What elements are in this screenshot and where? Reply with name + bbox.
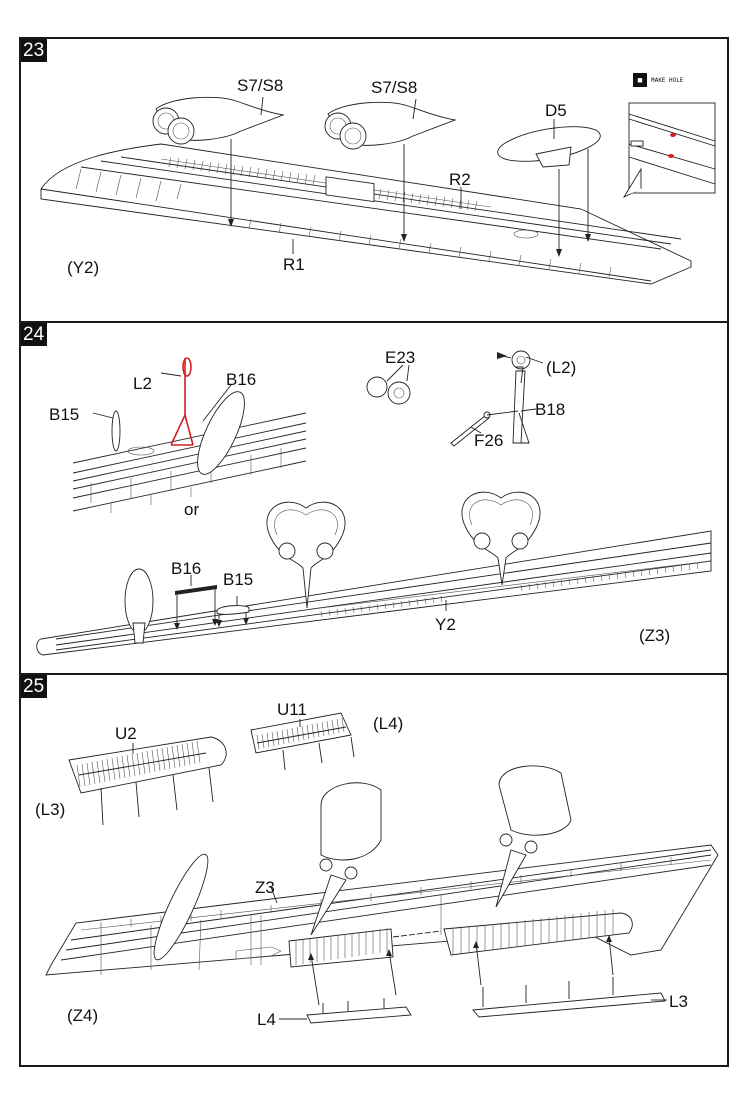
step-25-diagram: U2 U11 (L4) (L3) Z3 (Z4) L4 L3 [35,700,719,1029]
label-l3-ref: (L3) [35,800,65,819]
label-view-z3: (Z3) [639,626,670,645]
label-s7-s8-right: S7/S8 [371,78,417,97]
label-l4-ref: (L4) [373,714,403,733]
engine-front-view-right [461,491,541,586]
engine-front-view-left [266,501,346,609]
step-number: 23 [21,39,48,62]
label-b15-top: B15 [49,405,79,424]
flap-u2 [68,736,227,826]
label-b16-top: B16 [226,370,256,389]
engine-right-z4 [495,765,572,908]
label-f26: F26 [474,431,503,450]
label-view-z4: (Z4) [67,1006,98,1025]
make-hole-legend: ■ MAKE HOLE [633,73,683,87]
fairing-b16 [174,585,218,630]
label-l2-top: L2 [133,374,152,393]
label-l2-ref: (L2) [546,358,576,377]
strut-b18 [450,350,544,447]
label-l4: L4 [257,1010,276,1029]
step-number: 25 [21,675,48,698]
label-b15-bottom: B15 [223,570,253,589]
step-24-diagram: B15 L2 B16 or E23 (L2) B18 F26 B16 B15 Y… [36,348,712,656]
hole-mark [670,133,676,137]
wing-detail-option-1 [72,357,307,513]
wing-z4 [45,844,719,976]
label-r2: R2 [449,170,471,189]
step-24-panel: 24 [19,321,729,675]
drill-icon: ■ [633,73,647,87]
engine-s7-s8-right [324,101,457,242]
drop-tank-d5 [497,126,601,257]
label-r1: R1 [283,255,305,274]
step-23-diagram: S7/S8 S7/S8 D5 R2 R1 (Y2) [40,76,716,285]
fairing-b15 [216,605,250,627]
step-23-panel: 23 [19,37,729,323]
wheel-e23 [366,364,411,405]
step-25-panel: 25 [19,673,729,1067]
label-y2: Y2 [435,615,456,634]
label-b16-bottom: B16 [171,559,201,578]
label-view-y2: (Y2) [67,258,99,277]
slat-l3 [472,935,666,1018]
make-hole-inset [622,102,716,199]
engine-s7-s8-left [152,96,285,227]
label-z3: Z3 [255,878,275,897]
label-s7-s8-left: S7/S8 [237,76,283,95]
step-number: 24 [21,323,48,346]
label-u2: U2 [115,724,137,743]
label-e23: E23 [385,348,415,367]
wing-y2 [40,143,692,285]
flap-u11 [250,712,355,771]
label-d5: D5 [545,101,567,120]
label-b18: B18 [535,400,565,419]
label-u11: U11 [277,700,307,719]
engine-left-z4 [310,782,382,936]
wing-y2-lower [36,530,712,656]
slat-l4 [306,949,412,1024]
label-or: or [184,500,199,519]
hole-mark [668,154,674,158]
label-l3: L3 [669,992,688,1011]
